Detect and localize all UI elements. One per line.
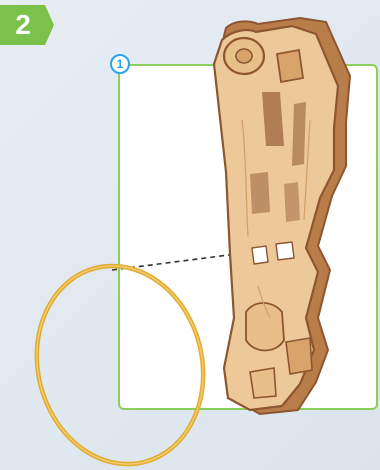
rubber-band-highlight: [16, 248, 224, 470]
part-marker: 1: [110, 54, 130, 74]
wooden-arm-part: [214, 18, 350, 414]
rubber-band: [16, 248, 224, 470]
